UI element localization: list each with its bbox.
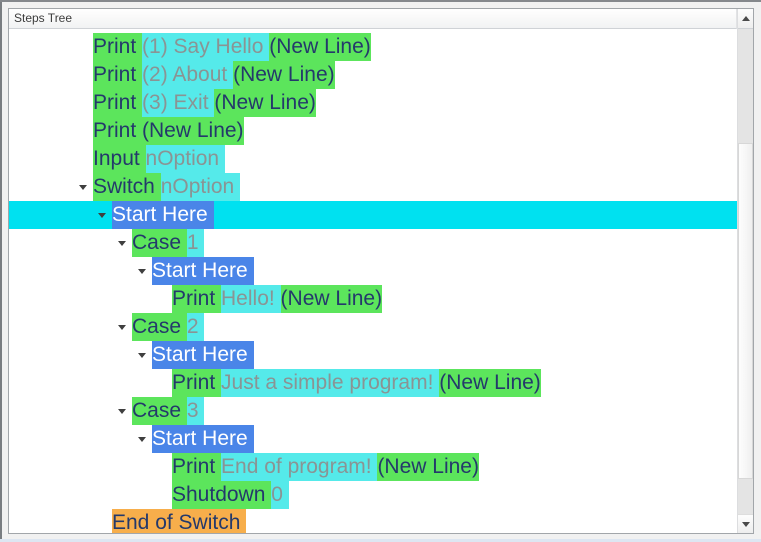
expander-collapse-icon[interactable] [118,229,132,257]
step-keyword: (New Line) [233,61,335,89]
step-keyword: (New Line) [280,285,383,313]
tree-rows: Print (1) Say Hello (New Line)Print (2) … [9,29,737,533]
step-keyword: Print [93,89,143,117]
step-param: 1 [186,229,205,257]
step-block-label: Start Here [152,257,254,285]
expander-collapse-icon[interactable] [138,257,152,285]
tree-row[interactable]: Print (3) Exit (New Line) [9,89,737,117]
tree-row[interactable]: Switch nOption [9,173,737,201]
step-param: (2) About [142,61,234,89]
tree-row[interactable]: End of Switch [9,509,737,533]
step-keyword: (New Line) [269,33,371,61]
expander-collapse-icon[interactable] [118,397,132,425]
expander-collapse-icon[interactable] [138,425,152,453]
tree-row[interactable]: Print (1) Say Hello (New Line) [9,33,737,61]
tree-row[interactable]: Start Here [9,425,737,453]
step-keyword: Case [132,229,187,257]
step-end-label: End of Switch [112,509,247,533]
steps-tree-header-label: Steps Tree [14,11,73,25]
steps-tree-column-header[interactable]: Steps Tree [9,9,737,29]
step-param: End of program! [221,453,378,481]
tree-row[interactable]: Case 2 [9,313,737,341]
step-keyword: Print (New Line) [93,117,244,145]
tree-row[interactable]: Start Here [9,201,737,229]
step-param: nOption [160,173,241,201]
scrollbar-track[interactable] [738,29,753,514]
window-edge-bottom [0,539,761,542]
step-param: Just a simple program! [221,369,440,397]
vertical-scrollbar [737,9,753,533]
step-param: (3) Exit [142,89,215,117]
tree-row[interactable]: Print Hello! (New Line) [9,285,737,313]
scroll-up-button[interactable] [738,9,753,29]
window-edge-left [0,0,2,542]
step-keyword: Input [93,145,146,173]
expander-collapse-icon[interactable] [118,313,132,341]
tree-row[interactable]: Case 3 [9,397,737,425]
step-keyword: (New Line) [439,369,541,397]
tree-row[interactable]: Print Just a simple program! (New Line) [9,369,737,397]
step-keyword: Case [132,313,187,341]
step-keyword: Print [172,285,222,313]
step-keyword: Print [93,33,143,61]
step-block-label: Start Here [112,201,214,229]
tree-row[interactable]: Case 1 [9,229,737,257]
step-block-label: Start Here [152,425,254,453]
tree-row[interactable]: Start Here [9,257,737,285]
step-block-label: Start Here [152,341,254,369]
step-keyword: Print [172,453,222,481]
step-param: 0 [271,481,289,509]
step-param: (1) Say Hello [142,33,270,61]
tree-row[interactable]: Print End of program! (New Line) [9,453,737,481]
steps-tree-panel: Steps Tree Print (1) Say Hello (New Line… [8,8,754,534]
step-keyword: Print [172,369,222,397]
tree-row[interactable]: Start Here [9,341,737,369]
expander-collapse-icon[interactable] [98,201,112,229]
tree-row[interactable]: Print (2) About (New Line) [9,61,737,89]
tree-row[interactable]: Shutdown 0 [9,481,737,509]
tree-row[interactable]: Print (New Line) [9,117,737,145]
tree-row[interactable]: Input nOption [9,145,737,173]
scroll-down-button[interactable] [738,514,753,533]
arrow-up-icon [741,16,750,21]
scrollbar-thumb[interactable] [738,143,753,479]
window-edge-top [0,0,761,2]
step-keyword: (New Line) [377,453,479,481]
step-param: Hello! [221,285,281,313]
step-param: nOption [145,145,225,173]
step-keyword: Case [132,397,187,425]
expander-collapse-icon[interactable] [79,173,93,201]
step-keyword: Shutdown [172,481,272,509]
step-param: 2 [186,313,205,341]
step-param: 3 [186,397,205,425]
expander-collapse-icon[interactable] [138,341,152,369]
arrow-down-icon [741,521,750,527]
step-keyword: Switch [93,173,161,201]
step-keyword: (New Line) [214,89,316,117]
step-keyword: Print [93,61,143,89]
